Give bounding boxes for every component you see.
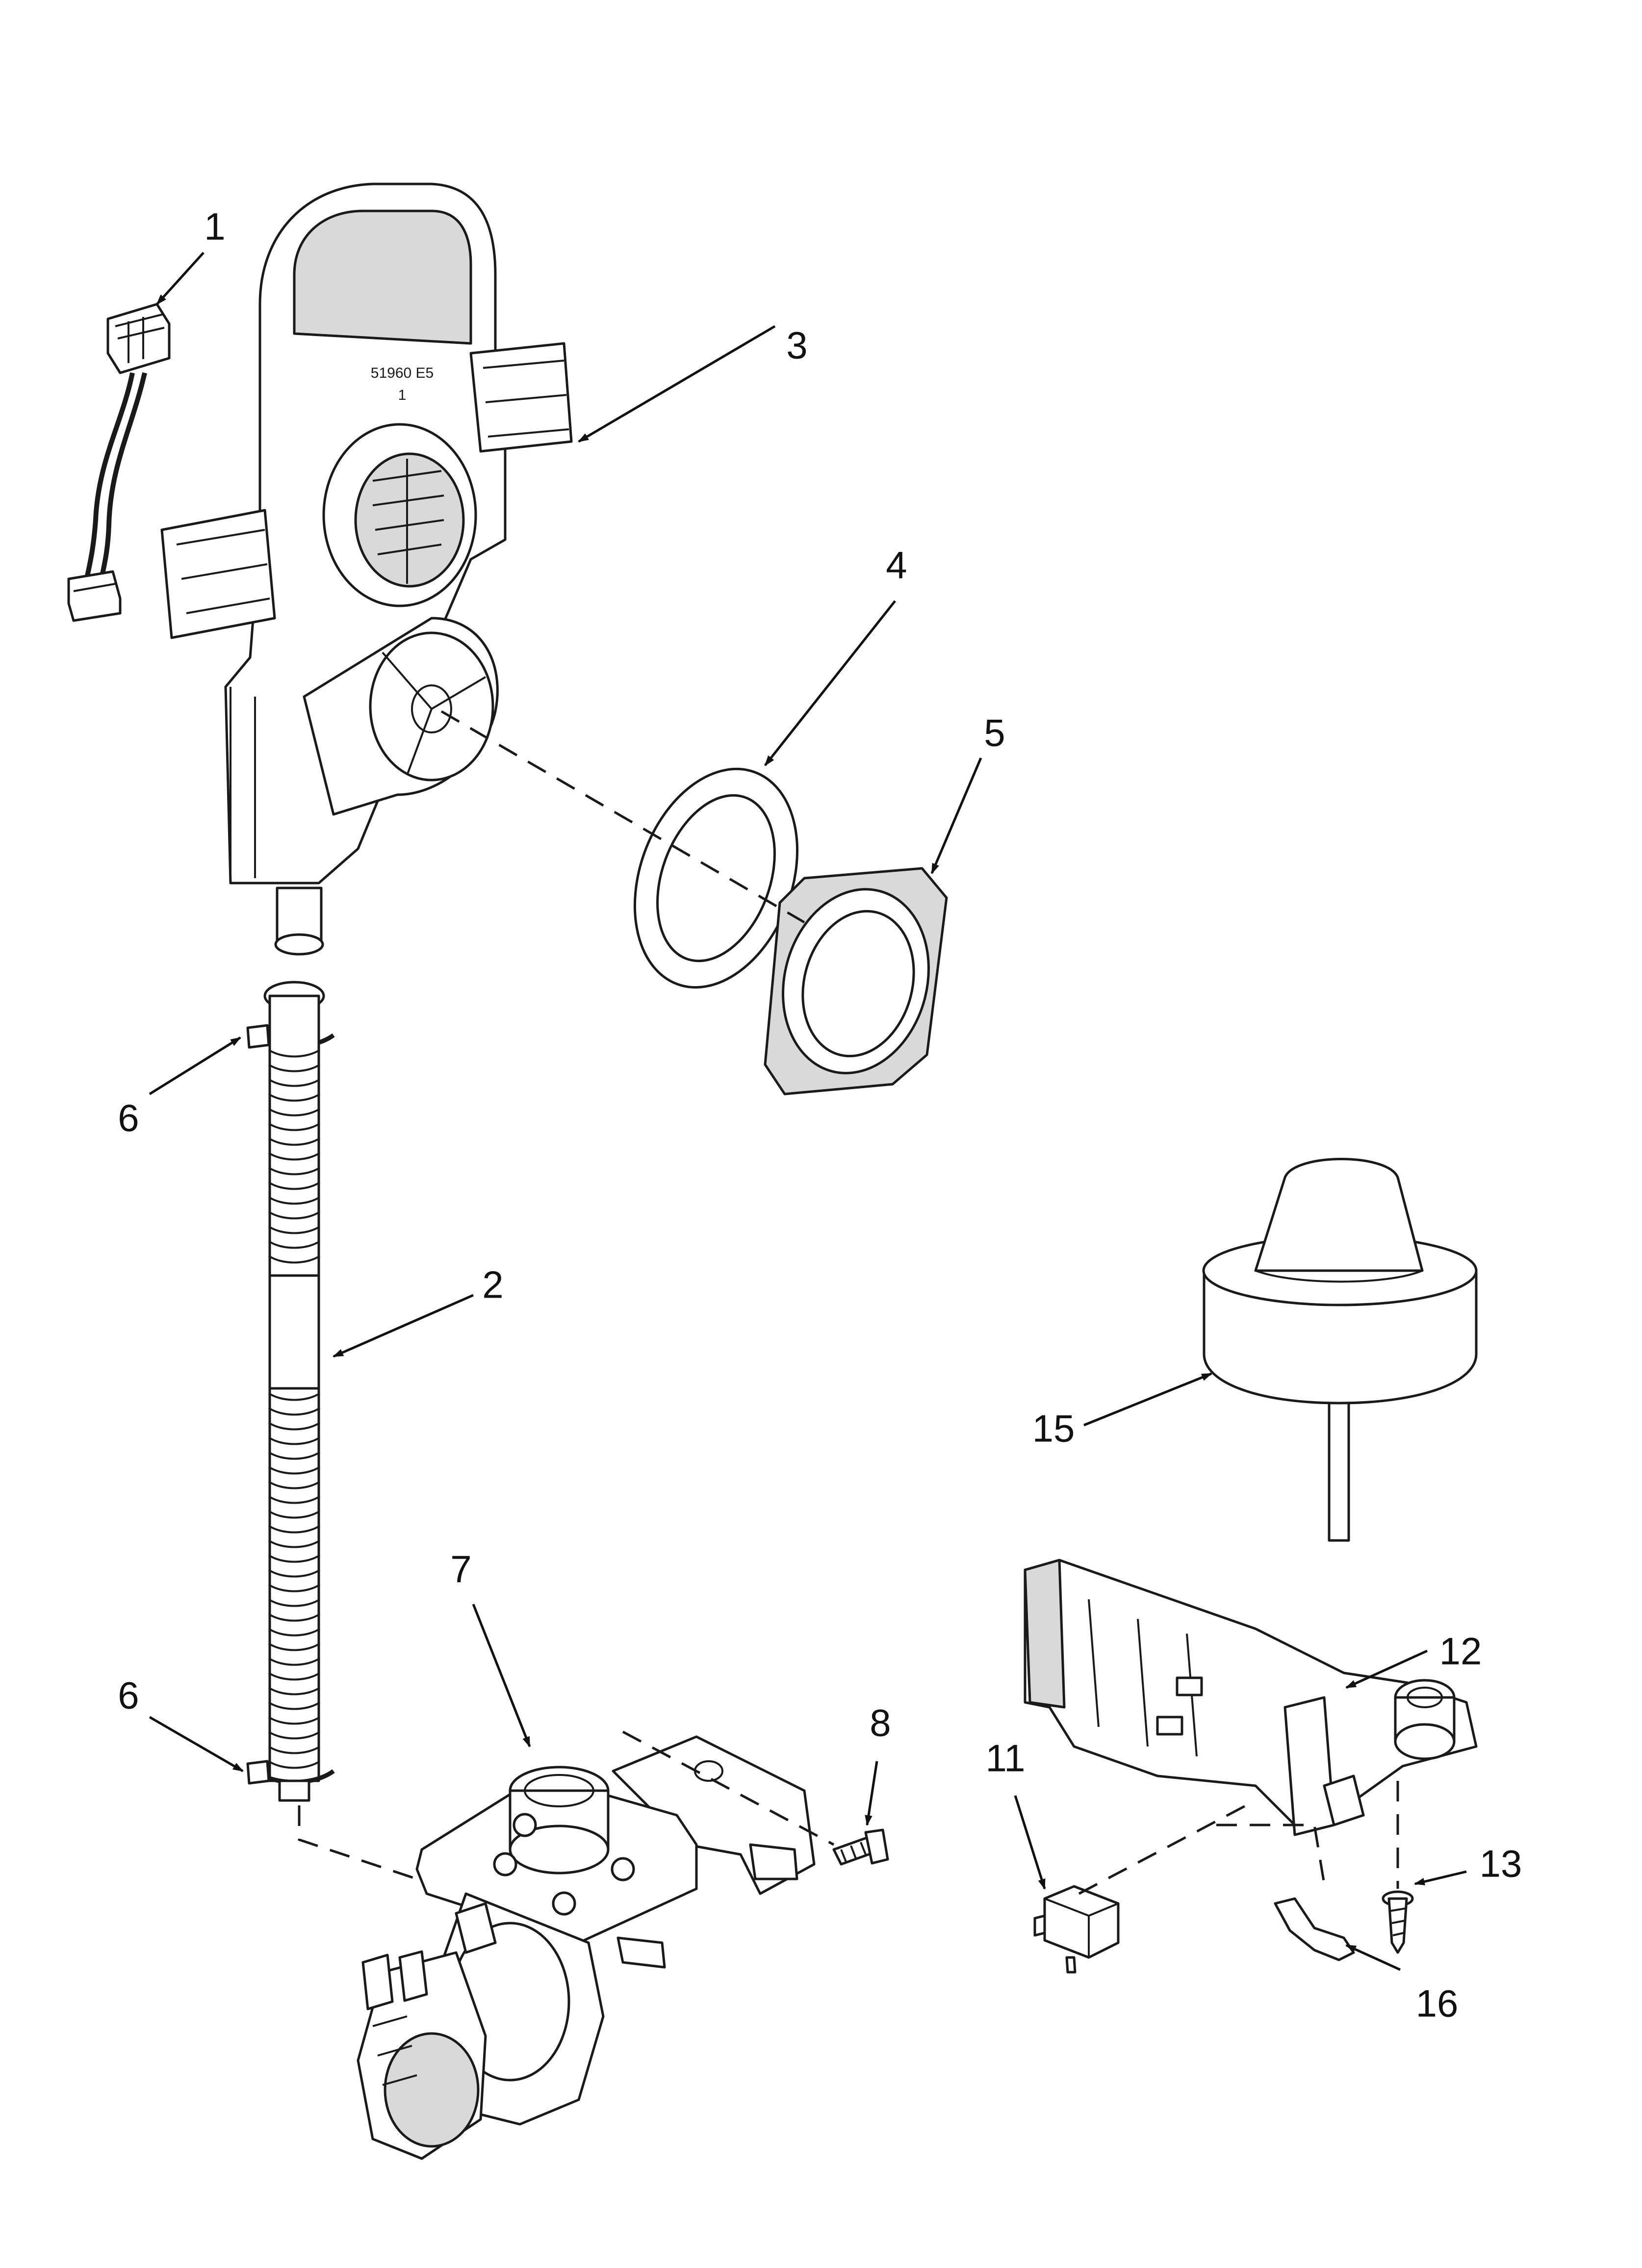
water-inlet-valve: [357, 1735, 816, 2160]
hose-corrugation-ring: [268, 1731, 321, 1740]
assembly-axis-screw: [622, 1730, 835, 1846]
switch-lever: [1274, 1897, 1355, 1961]
gasket-ring: [633, 767, 799, 989]
callout-12: 12: [1439, 1630, 1482, 1673]
hose-corrugation-ring: [268, 1122, 321, 1131]
hose-corrugation-ring: [268, 1687, 321, 1695]
hose-corrugation-ring: [268, 1466, 321, 1475]
hose-corrugation-ring: [268, 1481, 321, 1489]
hex-nut: [764, 867, 948, 1095]
callout-1: 1: [204, 205, 225, 248]
hose-corrugation-ring: [268, 1642, 321, 1651]
hose-corrugation-ring: [268, 1407, 321, 1416]
hose-corrugation-ring: [268, 1746, 321, 1754]
hose-corrugation-ring: [268, 1436, 321, 1445]
hose-corrugation-ring: [268, 1255, 321, 1264]
leader-lines: [149, 252, 1467, 1971]
housing-assembly: 51960 E5 1: [160, 182, 573, 956]
callout-6-lower: 6: [118, 1674, 139, 1717]
hose-corrugation-ring: [268, 1628, 321, 1637]
hose-corrugation-ring: [268, 1672, 321, 1681]
screw-13: [1382, 1890, 1414, 1954]
hose-corrugation-ring: [268, 1510, 321, 1519]
hose-corrugation-ring: [268, 1584, 321, 1592]
assembly-axis-hose: [298, 1805, 462, 1895]
hose-corrugation-ring: [268, 1451, 321, 1460]
hose-corrugation-ring: [268, 1613, 321, 1622]
callout-3: 3: [786, 324, 807, 367]
callout-16: 16: [1416, 1982, 1459, 2025]
hose-corrugation-ring: [268, 1569, 321, 1578]
callout-2: 2: [482, 1263, 503, 1306]
hose-corrugation-ring: [268, 1554, 321, 1563]
hose-corrugation-ring: [268, 1716, 321, 1725]
hose-corrugation-ring: [268, 1598, 321, 1607]
hose-corrugation-ring: [268, 1495, 321, 1504]
hose-corrugation-ring: [268, 1240, 321, 1249]
callout-5: 5: [984, 711, 1005, 755]
assembly-axis-switch: [1078, 1799, 1257, 1895]
housing-part-revision: 1: [398, 387, 407, 403]
callout-15: 15: [1032, 1407, 1075, 1450]
hose-corrugation-ring: [268, 1152, 321, 1161]
hose-corrugation-ring: [268, 1049, 321, 1058]
hose-corrugation-ring: [268, 1539, 321, 1548]
assembly-axis-lever: [1216, 1824, 1326, 1884]
hose-corrugation-ring: [268, 1137, 321, 1146]
hose-corrugation-ring: [268, 1525, 321, 1534]
float-switch-bracket: [1024, 1559, 1478, 1836]
callout-6-upper: 6: [118, 1096, 139, 1140]
corrugated-hose: [268, 994, 321, 1782]
hose-corrugation-ring: [268, 1181, 321, 1190]
callout-11: 11: [986, 1737, 1026, 1780]
hose-corrugation-ring: [268, 1167, 321, 1175]
hose-clamp-lower: [246, 1760, 335, 1802]
wire-harness-connector: [67, 303, 171, 622]
hose-corrugation-ring: [268, 1657, 321, 1666]
hose-corrugation-ring: [268, 1422, 321, 1431]
callout-7: 7: [450, 1548, 471, 1591]
hose-corrugation-ring: [268, 1392, 321, 1401]
hose-corrugation-ring: [268, 1078, 321, 1087]
housing-part-number: 51960 E5: [371, 365, 434, 381]
hose-corrugation-ring: [268, 1225, 321, 1234]
hose-corrugation-ring: [268, 1093, 321, 1102]
float: [1202, 1158, 1478, 1542]
callout-4: 4: [886, 544, 907, 587]
callout-13: 13: [1480, 1842, 1522, 1885]
micro-switch: [1033, 1885, 1120, 1974]
screw-8: [832, 1828, 889, 1866]
callout-8: 8: [870, 1701, 891, 1745]
hose-corrugation-ring: [268, 1196, 321, 1205]
callout-labels: 1 2 3 4 5 6 6 7 8 11 12 13 15 16: [118, 205, 1522, 2025]
hose-corrugation-ring: [268, 1760, 321, 1769]
assembly-axis-housing: [440, 710, 805, 924]
hose-corrugation-ring: [268, 1701, 321, 1710]
hose-corrugation-ring: [268, 1064, 321, 1072]
hose-corrugation-ring: [268, 1211, 321, 1220]
hose-corrugation-ring: [268, 1108, 321, 1117]
